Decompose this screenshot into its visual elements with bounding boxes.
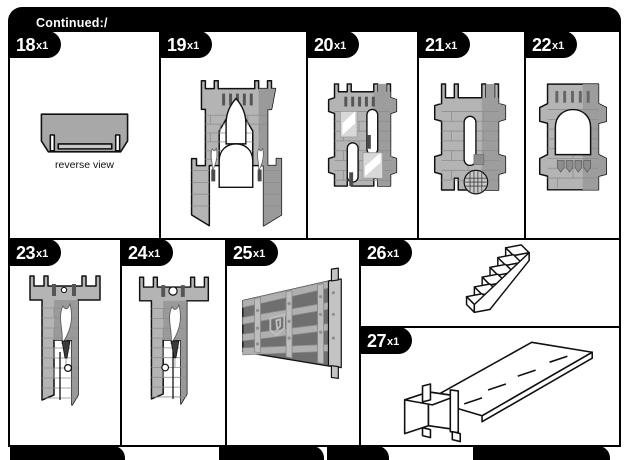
part-badge-22: 22 x1 — [526, 32, 578, 58]
part-cell-26-27[interactable]: 26 x1 — [359, 240, 619, 445]
part-badge-21: 21 x1 — [419, 32, 471, 58]
part-quantity: x1 — [387, 248, 400, 260]
part-art-27 — [403, 341, 594, 443]
part-badge-24: 24 x1 — [122, 240, 174, 266]
part-badge-23: 23 x1 — [10, 240, 62, 266]
part-badge-27: 27 x1 — [361, 327, 413, 354]
part-caption-18: reverse view — [55, 159, 114, 171]
part-quantity: x1 — [187, 40, 200, 52]
part-badge-26: 26 x1 — [361, 240, 413, 266]
part-cell-25[interactable]: 25 x1 — [225, 240, 359, 445]
part-cell-19[interactable]: 19 x1 — [159, 32, 306, 238]
part-cell-20[interactable]: 20 x1 — [306, 32, 417, 238]
part-number: 23 — [16, 242, 36, 263]
part-art-23 — [29, 275, 101, 406]
part-quantity: x1 — [334, 40, 347, 52]
part-number: 18 — [16, 34, 36, 55]
part-number: 25 — [233, 242, 253, 263]
part-number: 22 — [532, 34, 552, 55]
part-cell-24[interactable]: 24 x1 — [120, 240, 225, 445]
row-bottom: 23 x1 — [10, 240, 619, 445]
part-quantity: x1 — [552, 40, 565, 52]
part-quantity: x1 — [387, 336, 400, 348]
part-number: 20 — [314, 34, 334, 55]
part-number: 27 — [367, 330, 387, 351]
part-cell-23[interactable]: 23 x1 — [10, 240, 120, 445]
part-number: 24 — [128, 242, 148, 263]
part-quantity: x1 — [36, 248, 49, 260]
part-art-25 — [242, 267, 342, 380]
part-quantity: x1 — [148, 248, 161, 260]
part-cell-18[interactable]: 18 x1 reverse view — [10, 32, 159, 238]
part-art-19 — [190, 80, 283, 227]
part-quantity: x1 — [253, 248, 266, 260]
part-subcell-26[interactable]: 26 x1 — [361, 240, 619, 328]
part-cell-22[interactable]: 22 x1 — [524, 32, 619, 238]
part-quantity: x1 — [445, 40, 458, 52]
part-badge-19: 19 x1 — [161, 32, 213, 58]
part-art-20 — [327, 83, 398, 187]
part-number: 26 — [367, 242, 387, 263]
part-art-26 — [465, 244, 530, 314]
part-badge-18: 18 x1 — [10, 32, 62, 58]
part-number: 21 — [425, 34, 445, 55]
parts-grid: 18 x1 reverse view 19 x1 — [8, 30, 621, 447]
part-cell-21[interactable]: 21 x1 — [417, 32, 524, 238]
part-badge-20: 20 x1 — [308, 32, 360, 58]
next-row-tab-1 — [10, 446, 125, 460]
header-title: Continued:/ — [36, 16, 108, 30]
part-subcell-27[interactable]: 27 x1 — [361, 327, 619, 445]
next-row-tab-5 — [327, 446, 389, 460]
part-art-24 — [138, 276, 210, 405]
part-art-18 — [40, 113, 129, 153]
part-number: 19 — [167, 34, 187, 55]
row-top: 18 x1 reverse view 19 x1 — [10, 32, 619, 240]
part-art-21 — [433, 83, 507, 195]
next-row-tab-4 — [219, 446, 324, 460]
part-quantity: x1 — [36, 40, 49, 52]
part-badge-25: 25 x1 — [227, 240, 279, 266]
part-art-22 — [538, 83, 608, 191]
next-row-tab-3 — [548, 446, 610, 460]
